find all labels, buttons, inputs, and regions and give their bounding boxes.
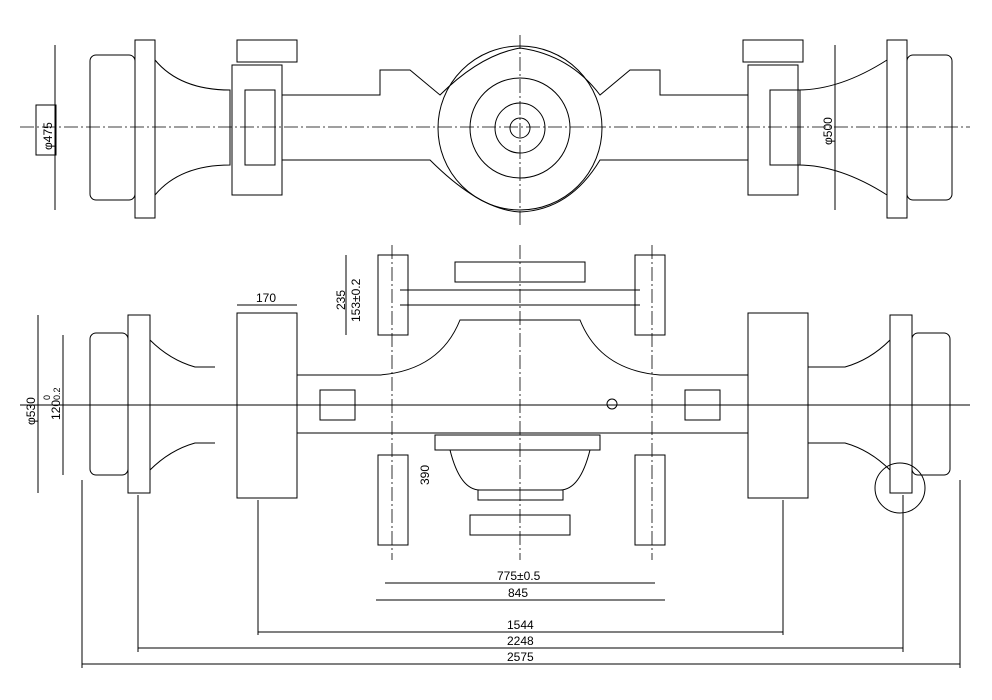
dim-spring-centers: 1544	[507, 618, 534, 632]
dim-right-dia: φ500	[821, 117, 835, 145]
left-brake-drum	[89, 54, 136, 201]
dim-mount-spacing: 775±0.5	[497, 569, 541, 583]
dim-mount-hole: 153±0.2	[349, 278, 363, 322]
dim-track: 2248	[507, 634, 534, 648]
dim-drop: 390	[418, 465, 432, 485]
left-spring-seat-front	[236, 312, 298, 499]
dim-flange-tol-upper: 0	[42, 395, 52, 400]
right-brake-drum	[906, 54, 953, 201]
right-spring-seat-front	[747, 312, 809, 499]
right-spring-seat	[747, 64, 799, 196]
right-hub-flange	[886, 39, 908, 219]
dim-spring-seat-width: 170	[256, 291, 276, 305]
dim-flange-tol-lower: 0.2	[52, 387, 62, 400]
top-view: φ475 φ500	[20, 35, 970, 225]
dim-flange: 120	[49, 400, 63, 420]
dim-mount-height: 235	[334, 290, 348, 310]
dim-mount-outer: 845	[508, 586, 528, 600]
front-view: φ530 120 0 0.2 170 235 153±0.2 390 775±0…	[20, 245, 970, 668]
dim-left-dia: φ475	[41, 122, 55, 150]
dim-brake-dia: φ530	[24, 397, 38, 425]
dim-overall-width: 2575	[507, 650, 534, 664]
left-spring-seat	[231, 64, 283, 196]
left-hub-flange	[134, 39, 156, 219]
